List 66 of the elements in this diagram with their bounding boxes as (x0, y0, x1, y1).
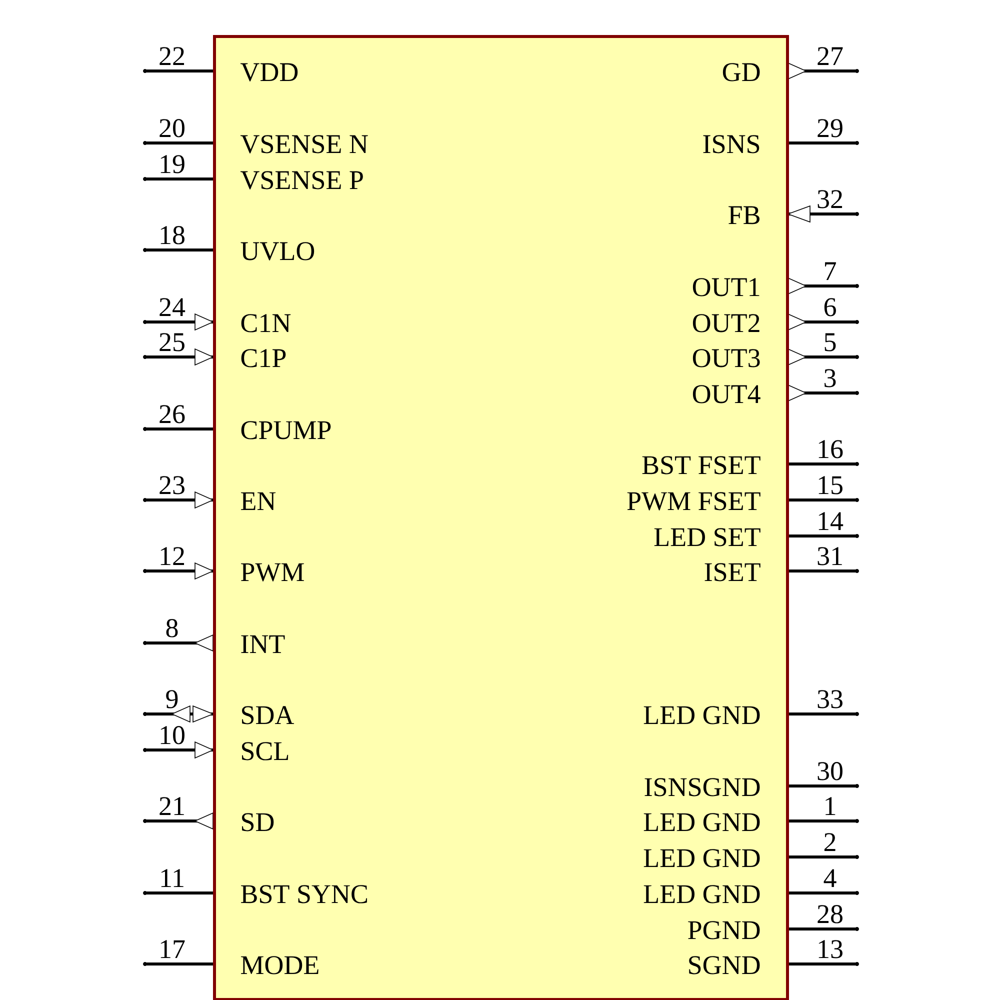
pin-name: UVLO (240, 242, 314, 260)
pin-number: 20 (160, 119, 184, 138)
pin-name: ISNSGND (644, 778, 760, 796)
pin-number: 18 (160, 226, 184, 244)
pin-number: 4 (824, 869, 836, 887)
pin-name: BST SYNC (241, 885, 367, 904)
pin-name: VDD (240, 63, 298, 82)
pin-name: OUT2 (692, 314, 760, 332)
pin-name: SD (242, 813, 274, 832)
pin-name: OUT3 (692, 349, 760, 368)
pin-number: 1 (826, 797, 836, 815)
pin-name: CPUMP (241, 421, 331, 440)
pin-name: LED GND (644, 813, 760, 832)
pin-number: 28 (818, 905, 842, 924)
pin-name: VSENSE N (240, 135, 368, 154)
pin-name: LED GND (644, 885, 760, 904)
pin-name: LED SET (654, 528, 760, 546)
pin-name: BST FSET (642, 456, 760, 474)
pin-number: 14 (818, 512, 844, 530)
pin-number: 19 (160, 155, 184, 174)
pin-number: 7 (825, 262, 836, 280)
pin-number: 5 (824, 333, 836, 352)
pin-name: PWM (241, 563, 304, 582)
pin-number: 16 (818, 440, 843, 458)
pin-number: 30 (818, 762, 842, 780)
pin-number: 6 (824, 298, 836, 316)
pin-name: EN (241, 492, 276, 510)
pin-name: PGND (688, 921, 760, 940)
pin-number: 3 (824, 369, 836, 388)
pin-number: 29 (818, 119, 842, 138)
pin-number: 27 (818, 47, 843, 65)
pin-name: LED GND (644, 706, 760, 724)
pin-name: GD (722, 63, 760, 82)
pin-name: PWM FSET (627, 492, 760, 510)
pin-name: SDA (242, 706, 294, 724)
pin-name: MODE (241, 956, 318, 974)
pin-name: C1N (241, 314, 291, 332)
pin-number: 10 (160, 726, 184, 744)
pin-name: SGND (689, 956, 760, 974)
pin-number: 12 (160, 547, 184, 565)
pin-number: 9 (166, 690, 178, 708)
pin-number: 26 (160, 405, 185, 424)
pin-name: OUT4 (692, 385, 760, 404)
pin-name: INT (241, 635, 285, 653)
pin-name: VSENSE P (240, 171, 363, 190)
pin-number: 23 (160, 476, 184, 494)
pin-number: 32 (818, 190, 842, 208)
pin-number: 24 (160, 298, 186, 316)
pin-number: 31 (818, 547, 842, 566)
pin-name: FB (728, 206, 760, 224)
pin-name: LED GND (644, 849, 760, 868)
pin-number: 22 (160, 47, 184, 65)
pin-name: SCL (242, 742, 288, 760)
pin-name: ISNS (703, 135, 760, 154)
pin-number: 8 (166, 619, 178, 638)
pin-number: 13 (818, 940, 842, 958)
pin-number: 25 (160, 333, 184, 352)
pin-name: C1P (241, 349, 286, 368)
pin-number: 2 (824, 833, 836, 851)
pin-number: 11 (161, 869, 184, 887)
pin-number: 17 (160, 940, 185, 958)
pin-name: OUT1 (692, 278, 760, 296)
pin-number: 15 (818, 476, 842, 494)
pin-name: ISET (704, 563, 760, 582)
pin-number: 33 (818, 690, 842, 708)
pin-number: 21 (160, 797, 184, 815)
